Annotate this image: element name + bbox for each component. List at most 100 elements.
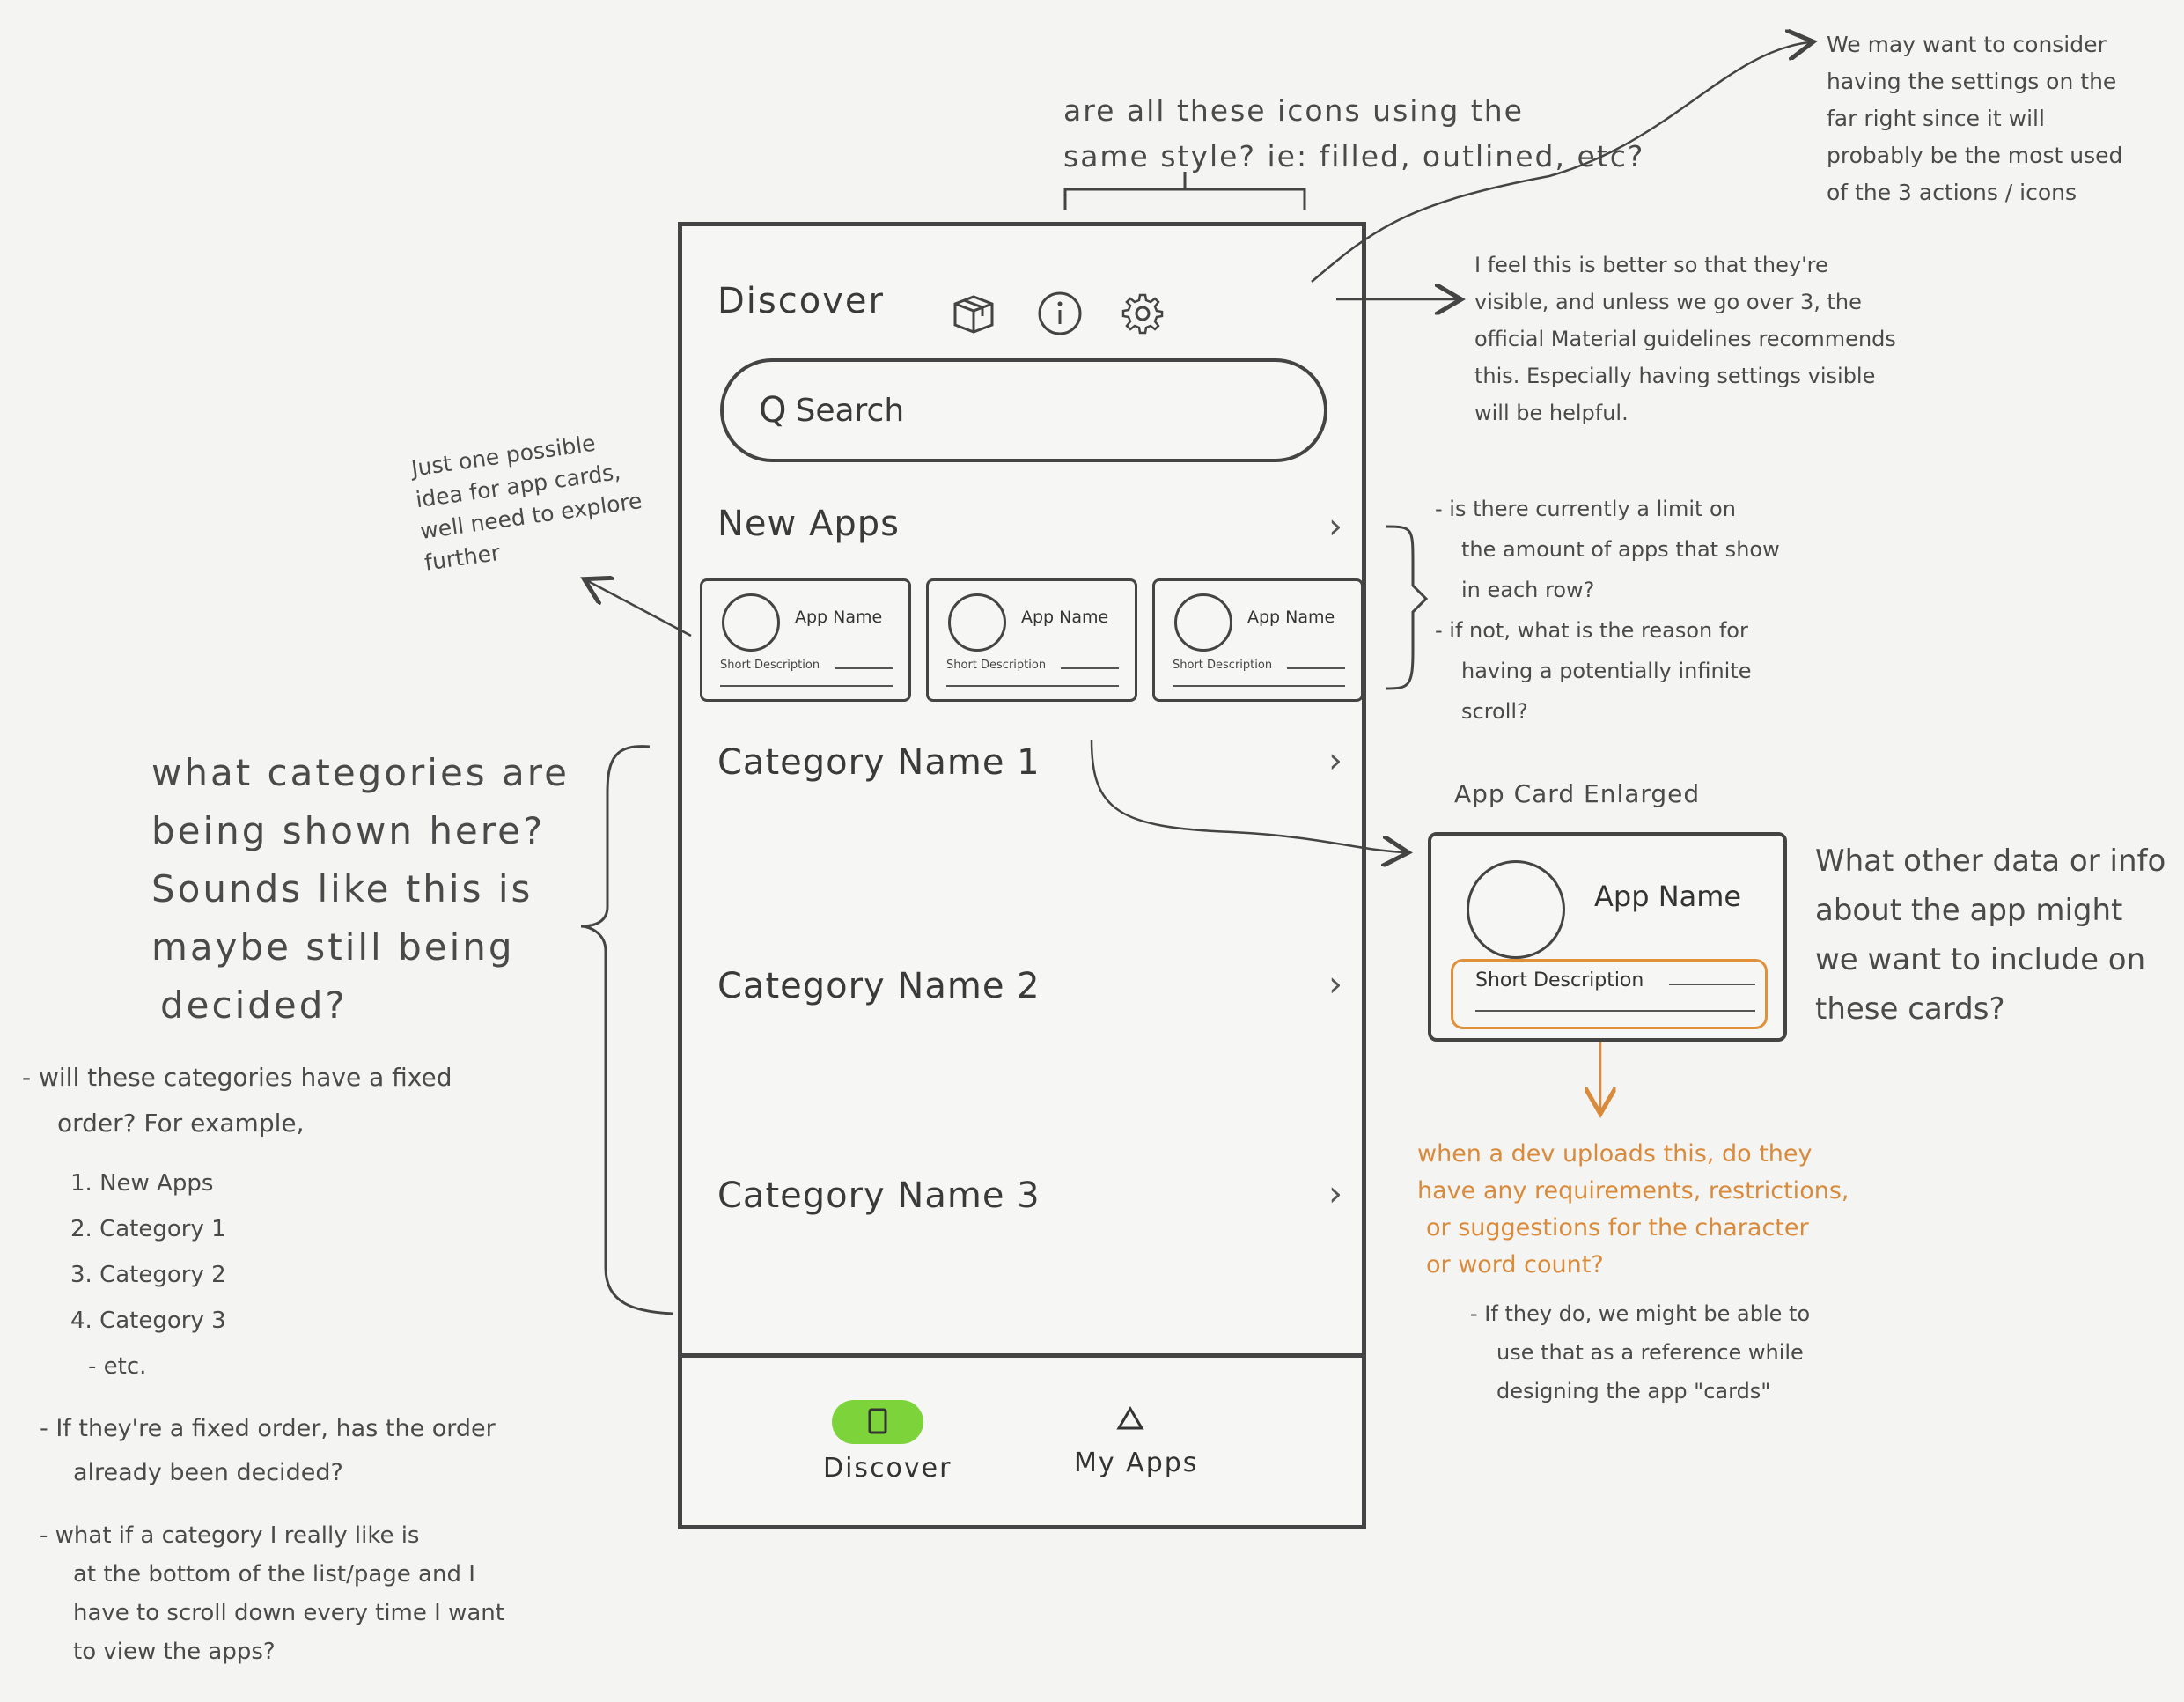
page-title: Discover — [717, 281, 885, 321]
enlarged-app-card[interactable]: App Name Short Description — [1428, 832, 1787, 1042]
search-label: Search — [795, 392, 905, 429]
app-card[interactable]: App Name Short Description — [926, 578, 1137, 702]
note-fixed-order: - will these categories have a fixed ord… — [22, 1055, 452, 1146]
note-line: to view the apps? — [73, 1639, 276, 1665]
note-line: - If they do, we might be able to — [1470, 1301, 1811, 1326]
app-card-name: App Name — [1021, 608, 1109, 627]
note-line: 3. Category 2 — [70, 1262, 226, 1288]
note-line: about the app might — [1815, 893, 2123, 928]
note-reference: - If they do, we might be able to use th… — [1470, 1294, 1810, 1411]
search-input[interactable]: Q Search — [720, 358, 1327, 462]
app-icon-placeholder — [1467, 860, 1565, 959]
enlarged-app-name: App Name — [1594, 880, 1742, 913]
note-settings-position: We may want to consider having the setti… — [1827, 26, 2122, 211]
search-icon: Q — [759, 390, 787, 431]
note-line: have to scroll down every time I want — [73, 1600, 504, 1626]
placeholder-line — [1061, 667, 1119, 669]
placeholder-line — [1475, 1010, 1755, 1012]
app-icon-placeholder — [948, 593, 1006, 652]
note-line: decided? — [160, 984, 348, 1027]
nav-my-apps-label[interactable]: My Apps — [1074, 1448, 1199, 1478]
nav-discover-active-indicator[interactable] — [832, 1400, 923, 1444]
note-line: of the 3 actions / icons — [1827, 180, 2077, 205]
app-icon-placeholder — [1174, 593, 1232, 652]
note-line: in each row? — [1461, 578, 1595, 602]
description-highlight — [1451, 959, 1768, 1029]
note-line: or suggestions for the character — [1426, 1214, 1809, 1242]
note-line: What other data or info — [1815, 844, 2166, 879]
phone-frame: Discover Q Search New Apps › App Name Sh… — [678, 222, 1366, 1529]
note-line: designing the app "cards" — [1496, 1379, 1771, 1404]
note-line: have any requirements, restrictions, — [1417, 1177, 1849, 1205]
placeholder-line — [1669, 984, 1755, 985]
note-line: the amount of apps that show — [1461, 537, 1780, 562]
note-line: 2. Category 1 — [70, 1216, 226, 1242]
note-line: official Material guidelines recommends — [1474, 327, 1896, 351]
note-line: are all these icons using the — [1063, 93, 1524, 128]
chevron-right-icon[interactable]: › — [1328, 506, 1342, 547]
note-line: Sounds like this is — [151, 867, 533, 910]
triangle-icon[interactable] — [1115, 1405, 1145, 1435]
chevron-right-icon[interactable]: › — [1328, 740, 1342, 781]
bracket-categories — [580, 745, 674, 1315]
bracket-row-limit — [1386, 525, 1429, 690]
placeholder-line — [1287, 667, 1345, 669]
note-line: maybe still being — [151, 925, 515, 969]
note-line: We may want to consider — [1827, 32, 2107, 57]
note-line: visible, and unless we go over 3, the — [1474, 290, 1862, 314]
section-new-apps-title: New Apps — [717, 504, 900, 544]
placeholder-line — [946, 685, 1119, 687]
bottom-navigation: Discover My Apps — [682, 1353, 1362, 1525]
chevron-right-icon[interactable]: › — [1328, 1174, 1342, 1214]
note-line: I feel this is better so that they're — [1474, 253, 1828, 277]
note-favorite-category: - what if a category I really like is at… — [40, 1516, 504, 1671]
placeholder-line — [1173, 685, 1345, 687]
note-order-list: 1. New Apps 2. Category 1 3. Category 2 … — [70, 1160, 226, 1389]
note-line: - etc. — [88, 1353, 147, 1380]
note-line: already been decided? — [73, 1459, 343, 1486]
package-icon[interactable] — [946, 286, 1001, 341]
note-order-decided: - If they're a fixed order, has the orde… — [40, 1407, 496, 1495]
note-line: - is there currently a limit on — [1435, 497, 1736, 521]
note-line: we want to include on — [1815, 942, 2146, 977]
note-line: being shown here? — [151, 809, 546, 852]
note-line: far right since it will — [1827, 106, 2045, 131]
note-line: what categories are — [151, 751, 570, 794]
app-card[interactable]: App Name Short Description — [1152, 578, 1364, 702]
note-visible-icons: I feel this is better so that they're vi… — [1474, 247, 1896, 431]
square-icon — [868, 1408, 887, 1434]
note-icons-style: are all these icons using the same style… — [1063, 88, 1644, 180]
note-line: these cards? — [1815, 991, 2005, 1027]
app-card-name: App Name — [1247, 608, 1335, 627]
section-category-1-title: Category Name 1 — [717, 742, 1041, 783]
note-line: - if not, what is the reason for — [1435, 618, 1748, 643]
gear-icon[interactable] — [1115, 286, 1170, 341]
nav-discover-label[interactable]: Discover — [823, 1453, 952, 1484]
note-line: at the bottom of the list/page and I — [73, 1561, 475, 1588]
note-line: will be helpful. — [1474, 401, 1629, 425]
note-categories: what categories are being shown here? So… — [151, 744, 570, 1035]
section-category-3-title: Category Name 3 — [717, 1175, 1041, 1216]
app-card-name: App Name — [795, 608, 883, 627]
note-line: scroll? — [1461, 699, 1528, 724]
note-app-cards-idea: Just one possible idea for app cards, we… — [409, 423, 649, 579]
app-card[interactable]: App Name Short Description — [700, 578, 911, 702]
note-line: same style? ie: filled, outlined, etc? — [1063, 139, 1645, 173]
note-line: 1. New Apps — [70, 1170, 214, 1197]
note-line: - what if a category I really like is — [40, 1522, 420, 1549]
note-line: - will these categories have a fixed — [22, 1063, 452, 1092]
info-icon[interactable] — [1033, 286, 1087, 341]
note-line: having a potentially infinite — [1461, 659, 1752, 683]
chevron-right-icon[interactable]: › — [1328, 964, 1342, 1005]
placeholder-line — [835, 667, 893, 669]
note-line: probably be the most used — [1827, 143, 2123, 168]
note-line: 4. Category 3 — [70, 1308, 226, 1334]
app-card-description: Short Description — [720, 659, 820, 672]
arrow-app-cards-idea — [588, 581, 692, 637]
note-line: this. Especially having settings visible — [1474, 364, 1876, 388]
note-other-data: What other data or info about the app mi… — [1815, 836, 2166, 1034]
note-line: when a dev uploads this, do they — [1417, 1140, 1813, 1168]
note-line: having the settings on the — [1827, 69, 2117, 94]
enlarged-app-description: Short Description — [1475, 969, 1644, 991]
note-dev-upload: when a dev uploads this, do they have an… — [1417, 1136, 1849, 1284]
